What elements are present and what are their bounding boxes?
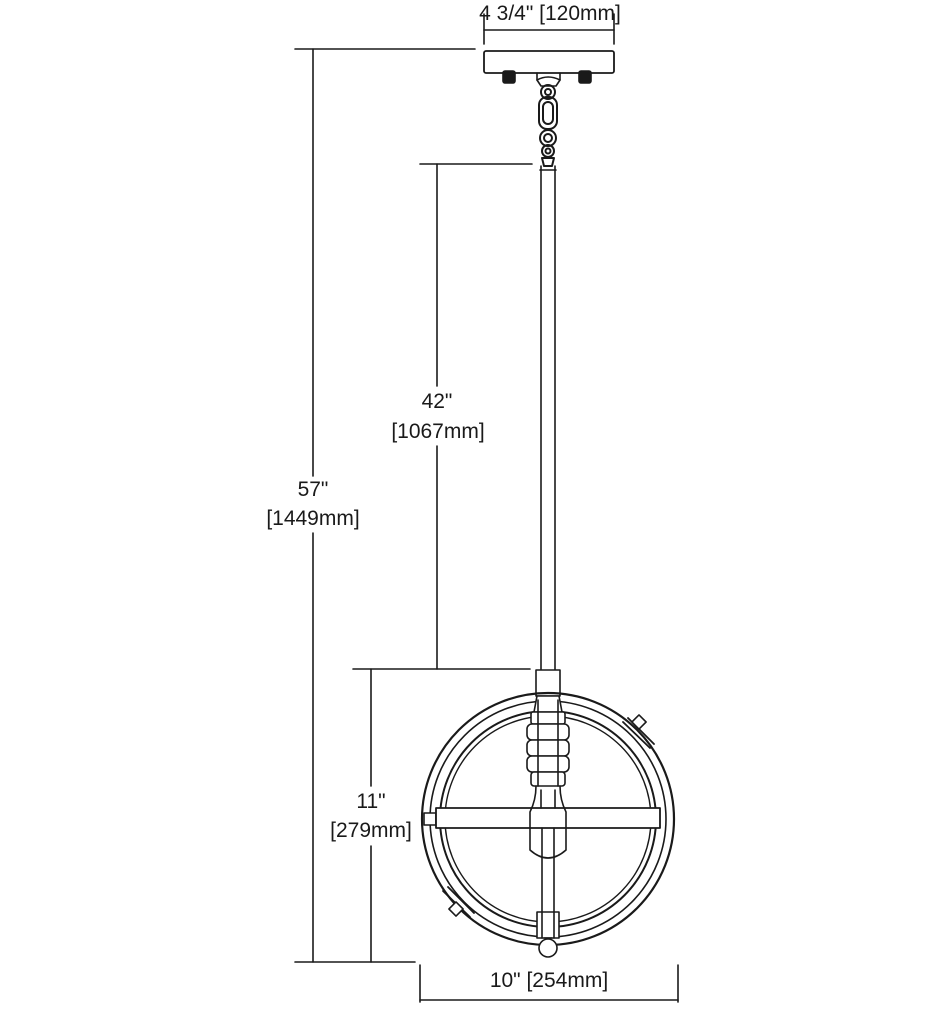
pivot-pin-top (622, 714, 655, 749)
vertical-strap (536, 827, 560, 939)
chain (538, 84, 558, 167)
overall-height-inches-label: 57" (297, 478, 329, 501)
overall-height-dimension (294, 48, 476, 963)
overall-height-mm-label: [1449mm] (266, 507, 360, 530)
rod-height-inches-label: 42" (421, 390, 453, 413)
rod-height-mm-label: [1067mm] (391, 420, 485, 443)
fixture-height-inches-label: 11" (356, 790, 386, 813)
lamp-socket (526, 695, 570, 787)
finial (538, 937, 558, 958)
fixture-height-mm-label: [279mm] (330, 819, 412, 842)
rod-height-dimension (419, 163, 533, 670)
canopy-width-label: 4 3/4" [120mm] (479, 2, 621, 25)
fixture-width-dimension (419, 964, 679, 1003)
fixture-width-label: 10" [254mm] (489, 969, 609, 992)
down-rod (535, 165, 561, 697)
canopy (483, 50, 615, 87)
cross-bar (435, 807, 661, 829)
fixture-height-dimension (352, 668, 531, 963)
canopy-width-dimension (483, 13, 615, 45)
pivot-pin-bottom (442, 886, 475, 918)
bulb (529, 785, 567, 859)
